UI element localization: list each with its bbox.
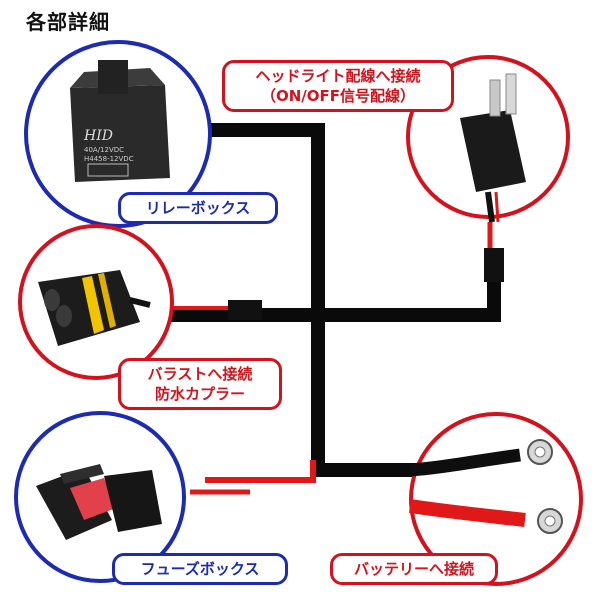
- headlight-label-line2: （ON/OFF信号配線）: [233, 86, 443, 106]
- page-title: 各部詳細: [26, 6, 110, 35]
- relay-model-text: H4458-12VDC: [84, 155, 134, 163]
- headlight-label: ヘッドライト配線へ接続 （ON/OFF信号配線）: [222, 60, 454, 112]
- relay-box-label: リレーボックス: [118, 192, 278, 224]
- headlight-label-line1: ヘッドライト配線へ接続: [233, 66, 443, 86]
- relay-brand-text: HID: [83, 128, 113, 144]
- wire-splice-sleeve-2: [484, 248, 504, 282]
- relay-rating-text: 40A/12VDC: [84, 146, 124, 154]
- ballast-label-line2: 防水カプラー: [129, 384, 271, 404]
- relay-tab: [98, 60, 128, 94]
- battery-label: バッテリーへ接続: [330, 553, 498, 585]
- ballast-label: バラストへ接続 防水カプラー: [118, 358, 282, 410]
- ballast-label-line1: バラストへ接続: [129, 364, 271, 384]
- fuse-box-label: フューズボックス: [112, 553, 288, 585]
- ballast-coupler-circle: [20, 226, 172, 378]
- wire-splice-sleeve: [228, 300, 262, 320]
